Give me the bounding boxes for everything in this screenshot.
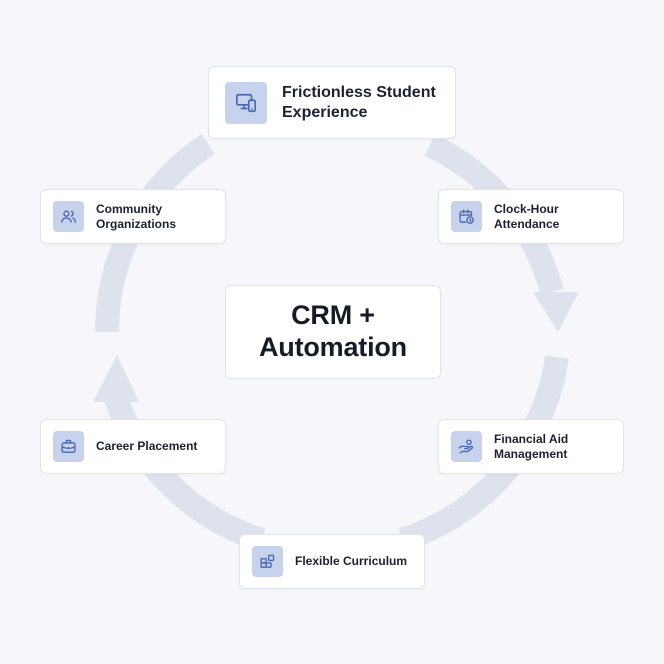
people-icon xyxy=(53,201,84,232)
center-title-line2: Automation xyxy=(259,332,407,362)
node-community-organizations: Community Organizations xyxy=(40,189,226,244)
node-label-line2: Experience xyxy=(282,103,368,121)
devices-icon xyxy=(225,81,267,124)
node-label-line2: Organizations xyxy=(96,216,177,231)
node-flexible-curriculum: Flexible Curriculum xyxy=(239,534,425,589)
node-label-line1: Flexible Curriculum xyxy=(295,554,408,569)
node-frictionless-student-experience: Frictionless Student Experience xyxy=(208,66,456,139)
briefcase-icon xyxy=(53,431,84,462)
node-label-line2: Attendance xyxy=(494,216,560,231)
node-label-line1: Financial Aid xyxy=(494,432,569,447)
node-clock-hour-attendance: Clock-Hour Attendance xyxy=(438,189,624,244)
node-label-line1: Career Placement xyxy=(96,439,198,454)
ring-arrowhead-right xyxy=(533,292,579,332)
node-label-line1: Community xyxy=(96,202,162,217)
hand-coin-icon xyxy=(451,431,482,462)
node-financial-aid-management: Financial Aid Management xyxy=(438,419,624,474)
blocks-icon xyxy=(252,546,283,577)
center-crm-automation: CRM + Automation xyxy=(225,285,441,379)
ring-arrowhead-left xyxy=(93,355,139,402)
node-label-line2: Management xyxy=(494,446,568,461)
node-label-line1: Frictionless Student xyxy=(282,84,436,102)
center-title-line1: CRM + xyxy=(291,300,375,331)
calendar-clock-icon xyxy=(451,201,482,232)
node-label-line1: Clock-Hour xyxy=(494,202,559,217)
node-career-placement: Career Placement xyxy=(40,419,226,474)
